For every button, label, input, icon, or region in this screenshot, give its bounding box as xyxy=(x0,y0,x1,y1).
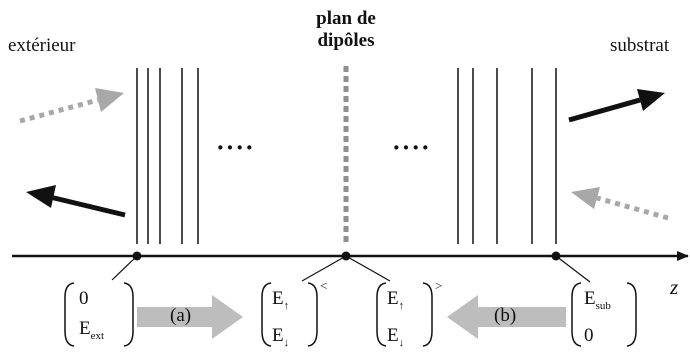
outside-vector-bottom: Eext xyxy=(79,318,105,342)
transfer-arrow-b-label: (b) xyxy=(494,305,517,326)
plane-left-vector-bottom: E↓ xyxy=(272,325,290,349)
plane-right-side-mark: > xyxy=(435,278,443,293)
left-layer-stack xyxy=(136,68,199,244)
reflected-outside-arrow xyxy=(26,185,126,218)
dipole-plane-label: plan de dipôles xyxy=(291,8,401,52)
outside-field-vector: 0 Eext xyxy=(79,284,104,351)
plane-left-side-mark: < xyxy=(320,278,328,293)
plane-right-field-vector: E↑ E↓ xyxy=(387,284,404,358)
vector-brackets xyxy=(64,282,637,347)
z-axis-label: z xyxy=(670,275,679,299)
substrate-field-vector: Esub 0 xyxy=(584,284,611,351)
plane-right-vector-top: E↑ xyxy=(387,288,405,312)
right-ellipsis: ···· xyxy=(392,133,431,162)
plane-right-vector-bottom: E↓ xyxy=(387,325,405,349)
transmitted-substrate-arrow xyxy=(568,89,665,123)
dipole-plane-label-line1: plan de xyxy=(316,8,376,29)
transfer-arrow-a-label: (a) xyxy=(170,305,192,326)
left-ellipsis: ···· xyxy=(216,133,255,162)
plane-left-vector-top: E↑ xyxy=(272,288,290,312)
substrate-vector-top: Esub xyxy=(584,288,611,312)
right-layer-stack xyxy=(457,68,557,244)
outside-vector-top: 0 xyxy=(79,288,89,309)
substrate-vector-bottom: 0 xyxy=(584,325,594,346)
substrate-region-label: substrat xyxy=(610,35,670,56)
incident-outside-arrow xyxy=(19,88,124,124)
outside-region-label: extérieur xyxy=(8,35,76,56)
transfer-arrow-a xyxy=(137,295,243,339)
incident-substrate-arrow xyxy=(571,187,669,221)
leader-lines xyxy=(111,255,591,283)
transfer-arrow-b xyxy=(447,295,566,339)
plane-left-field-vector: E↑ E↓ xyxy=(272,284,289,358)
dipole-plane-label-line2: dipôles xyxy=(317,30,375,51)
